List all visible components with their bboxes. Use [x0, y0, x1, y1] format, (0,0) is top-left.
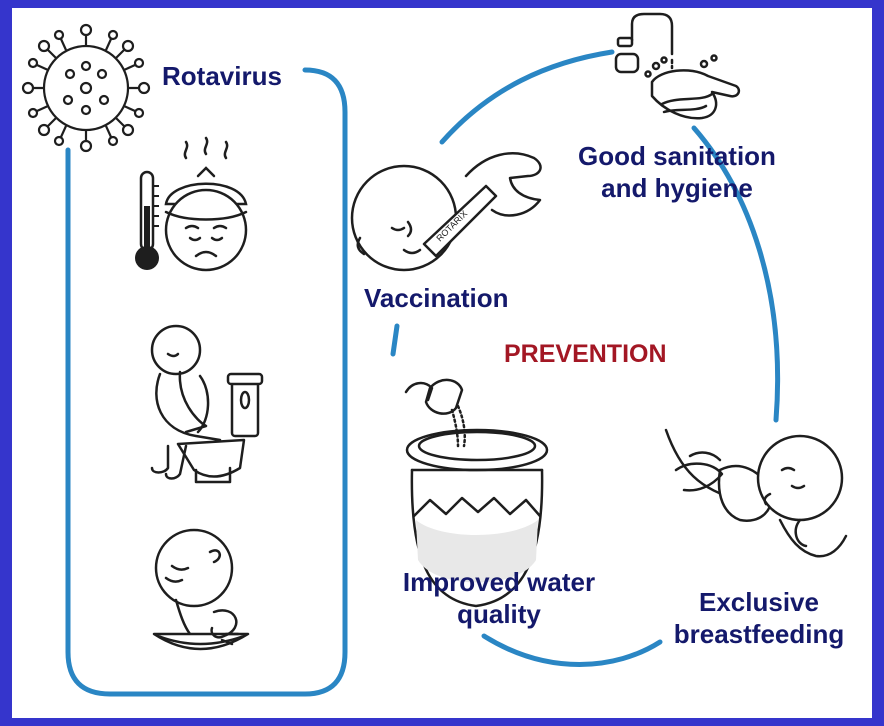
virus-icon: [21, 23, 151, 153]
rotavirus-label: Rotavirus: [162, 61, 282, 91]
vaccination-baby-icon: ROTARIX: [350, 152, 542, 272]
breastfeeding-label: Exclusive breastfeeding: [654, 586, 864, 650]
sanitation-label-line2: and hygiene: [601, 173, 753, 203]
prevention-label: PREVENTION: [504, 340, 667, 368]
fever-child-icon: [164, 136, 248, 272]
water-quality-label-line1: Improved water: [402, 567, 596, 597]
sanitation-label: Good sanitation and hygiene: [560, 140, 794, 204]
handwashing-icon: [614, 12, 741, 120]
cycle-arc-top-left: [439, 49, 615, 145]
breastfeeding-icon: [664, 428, 848, 558]
sanitation-label-line1: Good sanitation: [578, 141, 776, 171]
thermometer-icon: [135, 170, 159, 270]
vomiting-child-icon: [152, 528, 250, 651]
breastfeeding-label-line1: Exclusive: [699, 587, 819, 617]
water-quality-label: Improved water quality: [374, 566, 624, 630]
water-quality-label-line2: quality: [457, 599, 541, 629]
cycle-arc-bottom: [481, 633, 663, 667]
rotavirus-bracket: [65, 67, 348, 697]
vaccination-label: Vaccination: [364, 283, 509, 313]
cycle-arc-right: [691, 125, 781, 423]
breastfeeding-label-line2: breastfeeding: [673, 619, 845, 649]
cycle-arc-left-tick: [390, 323, 400, 357]
toilet-child-icon: [150, 324, 264, 484]
water-pot-icon: [404, 378, 549, 608]
